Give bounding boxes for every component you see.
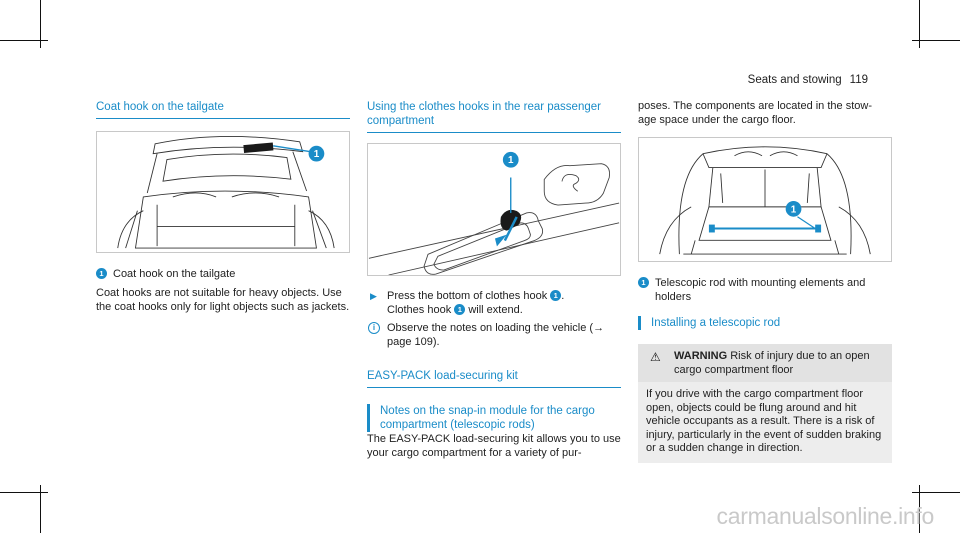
play-arrow-icon: ▶ [370, 291, 377, 301]
figure-caption: 1 Coat hook on the tailgate [96, 267, 350, 281]
figure-badge-label: 1 [791, 204, 797, 215]
figure-telescopic-rod: 1 [638, 137, 892, 262]
step-text: will extend. [468, 303, 523, 316]
callout-badge: 1 [454, 303, 466, 315]
cargo-area-illustration: 1 [659, 146, 871, 255]
paragraph: The EASY-PACK load-securing kit allows y… [367, 433, 621, 459]
tailgate-illustration: 1 [117, 135, 335, 249]
warning-box: ⚠ WARNING Risk of injury due to an open … [638, 344, 892, 463]
callout-badge: 1 [550, 290, 562, 301]
figure-badge-label: 1 [508, 155, 514, 166]
figure-badge-label: 1 [314, 149, 320, 160]
column-3: poses. The components are located in the… [638, 100, 892, 463]
callout-badge: 1 [96, 268, 107, 279]
crop-mark [0, 40, 48, 41]
page-header: Seats and stowing 119 [748, 74, 868, 86]
crop-mark [40, 485, 41, 533]
section-heading-coat-hook: Coat hook on the tailgate [96, 100, 350, 119]
warning-label: WARNING [674, 350, 728, 362]
column-2: Using the clothes hooks in the rear pass… [367, 100, 621, 460]
warning-head-text: Risk of injury due to an open cargo comp… [674, 350, 870, 376]
crop-mark [0, 492, 48, 493]
section-heading-clothes-hooks: Using the clothes hooks in the rear pass… [367, 100, 621, 133]
page-number: 119 [849, 74, 868, 86]
step-text: . [561, 290, 565, 302]
info-icon: i [368, 322, 380, 334]
note-text: Observe the notes on loading the vehicle… [387, 322, 605, 348]
step-text: Press the bottom of clothes hook [387, 290, 548, 302]
section-heading-easy-pack: EASY-PACK load-securing kit [367, 369, 621, 388]
figure-clothes-hook: 1 [367, 143, 621, 276]
warning-triangle-icon: ⚠ [650, 350, 661, 364]
crop-mark [40, 0, 41, 48]
caption-text: Telescopic rod with mounting elements an… [655, 277, 866, 303]
crop-mark [919, 0, 920, 48]
crop-mark [919, 485, 920, 533]
crop-mark [912, 40, 960, 41]
step-text: Clothes hook [387, 303, 452, 316]
info-note: i Observe the notes on loading the vehic… [367, 322, 621, 349]
paragraph: poses. The components are located in the… [638, 100, 872, 126]
clothes-hook-illustration: 1 [368, 151, 620, 275]
subheading-snap-in-module: Notes on the snap-in module for the carg… [367, 404, 621, 432]
paragraph: Coat hooks are not suitable for heavy ob… [96, 287, 350, 313]
figure-tailgate: 1 [96, 131, 350, 253]
figure-caption: 1 Telescopic rod with mounting elements a… [638, 276, 892, 304]
warning-header: ⚠ WARNING Risk of injury due to an open … [638, 344, 892, 382]
callout-badge: 1 [638, 277, 649, 288]
crop-mark [912, 492, 960, 493]
section-title: Seats and stowing [747, 74, 842, 86]
caption-text: Coat hook on the tailgate [113, 268, 236, 280]
watermark: carmanualsonline.info [716, 503, 935, 529]
warning-body: If you drive with the cargo compartment … [646, 388, 882, 454]
instruction-step: ▶ Press the bottom of clothes hook 1. Cl… [367, 290, 621, 317]
subheading-installing-rod: Installing a telescopic rod [638, 316, 892, 330]
